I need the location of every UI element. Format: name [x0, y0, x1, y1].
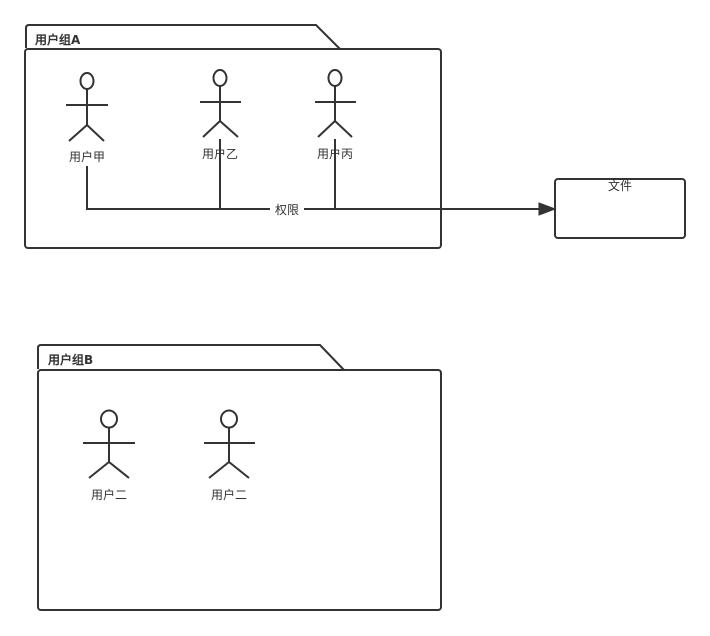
actor-user-er-1[interactable]: 用户二 — [83, 409, 135, 503]
actor-figure-icon — [200, 69, 241, 138]
actor-figure-icon — [315, 69, 356, 138]
actor-figure-icon — [66, 72, 108, 142]
actor-label: 用户二 — [211, 487, 247, 502]
actor-user-jia[interactable]: 用户甲 — [66, 72, 108, 164]
actor-label: 用户甲 — [69, 149, 105, 164]
package-user-group-b[interactable]: 用户组B — [37, 344, 442, 611]
actor-label: 用户二 — [91, 487, 127, 502]
arrowhead-icon — [538, 202, 557, 216]
edge-label-bg — [270, 201, 304, 217]
package-a-tab — [25, 24, 341, 50]
connector-line-jia — [86, 166, 555, 210]
package-a-body — [24, 48, 442, 249]
package-b-title: 用户组B — [47, 352, 93, 367]
package-b-body — [37, 369, 442, 611]
actor-figure-icon — [204, 409, 255, 479]
package-b-tab — [37, 344, 345, 371]
package-a-title: 用户组A — [34, 32, 81, 47]
permission-connector[interactable]: 权限 — [86, 139, 557, 217]
file-node[interactable]: 文件 — [554, 178, 686, 239]
file-label: 文件 — [608, 178, 632, 193]
edge-label: 权限 — [275, 203, 299, 217]
package-user-group-a[interactable]: 用户组A — [24, 24, 442, 249]
actor-figure-icon — [83, 409, 135, 479]
file-box — [554, 178, 686, 239]
actor-user-er-2[interactable]: 用户二 — [204, 409, 255, 503]
